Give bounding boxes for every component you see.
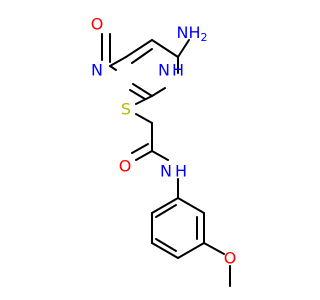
bond-ph-3 — [151, 242, 179, 259]
bond-c2-n-left-double — [129, 89, 146, 100]
bond-nh-c2 — [151, 87, 166, 97]
molecule-structure-diagram: NH2 O N H N S O N H O — [91, 15, 237, 287]
ring-carbonyl-oxygen-label: O — [91, 15, 104, 34]
bond-ph-3-inner — [155, 238, 177, 252]
bond-c2-s — [135, 95, 153, 105]
bond-ph-o — [203, 242, 225, 255]
amine-nh-text: NH — [177, 23, 201, 42]
bond-c-ring-top-double — [131, 48, 153, 64]
amide-nitrogen-label: N — [160, 162, 172, 181]
bond-c4-c5 — [109, 56, 127, 67]
bond-ph-6 — [177, 197, 205, 214]
bond-n-left-c4 — [109, 65, 117, 71]
bond-carbonyl-nh — [151, 150, 169, 161]
bond-c2-n-left — [132, 83, 153, 97]
bond-ph-1-inner — [155, 204, 177, 218]
amide-hydrogen-label: H — [175, 162, 187, 181]
bond-carbonyl-o-double — [131, 143, 149, 154]
ring-nh-n-label: N — [158, 61, 170, 80]
bond-c-nh2-carbon — [151, 39, 179, 58]
thioether-sulfur-label: S — [121, 100, 131, 119]
ring-nh-h-label: H — [172, 61, 184, 80]
atom-labels: NH2 O N H N S O N H O — [91, 15, 237, 268]
bond-amine-c — [177, 39, 190, 58]
bond-ph-4 — [177, 242, 205, 259]
bond-ph-1 — [151, 197, 179, 214]
amine-nh2-label: NH2 — [177, 23, 208, 44]
methoxy-oxygen-label: O — [224, 249, 237, 268]
bond-carbonyl-o — [135, 150, 153, 161]
bond-s-ch2 — [135, 113, 153, 124]
bonds — [101, 33, 231, 287]
ring-nitrogen-left-label: N — [91, 61, 103, 80]
amide-oxygen-label: O — [119, 157, 132, 176]
amine-subscript-2: 2 — [201, 31, 208, 44]
bond-c-ring-top — [125, 39, 153, 58]
